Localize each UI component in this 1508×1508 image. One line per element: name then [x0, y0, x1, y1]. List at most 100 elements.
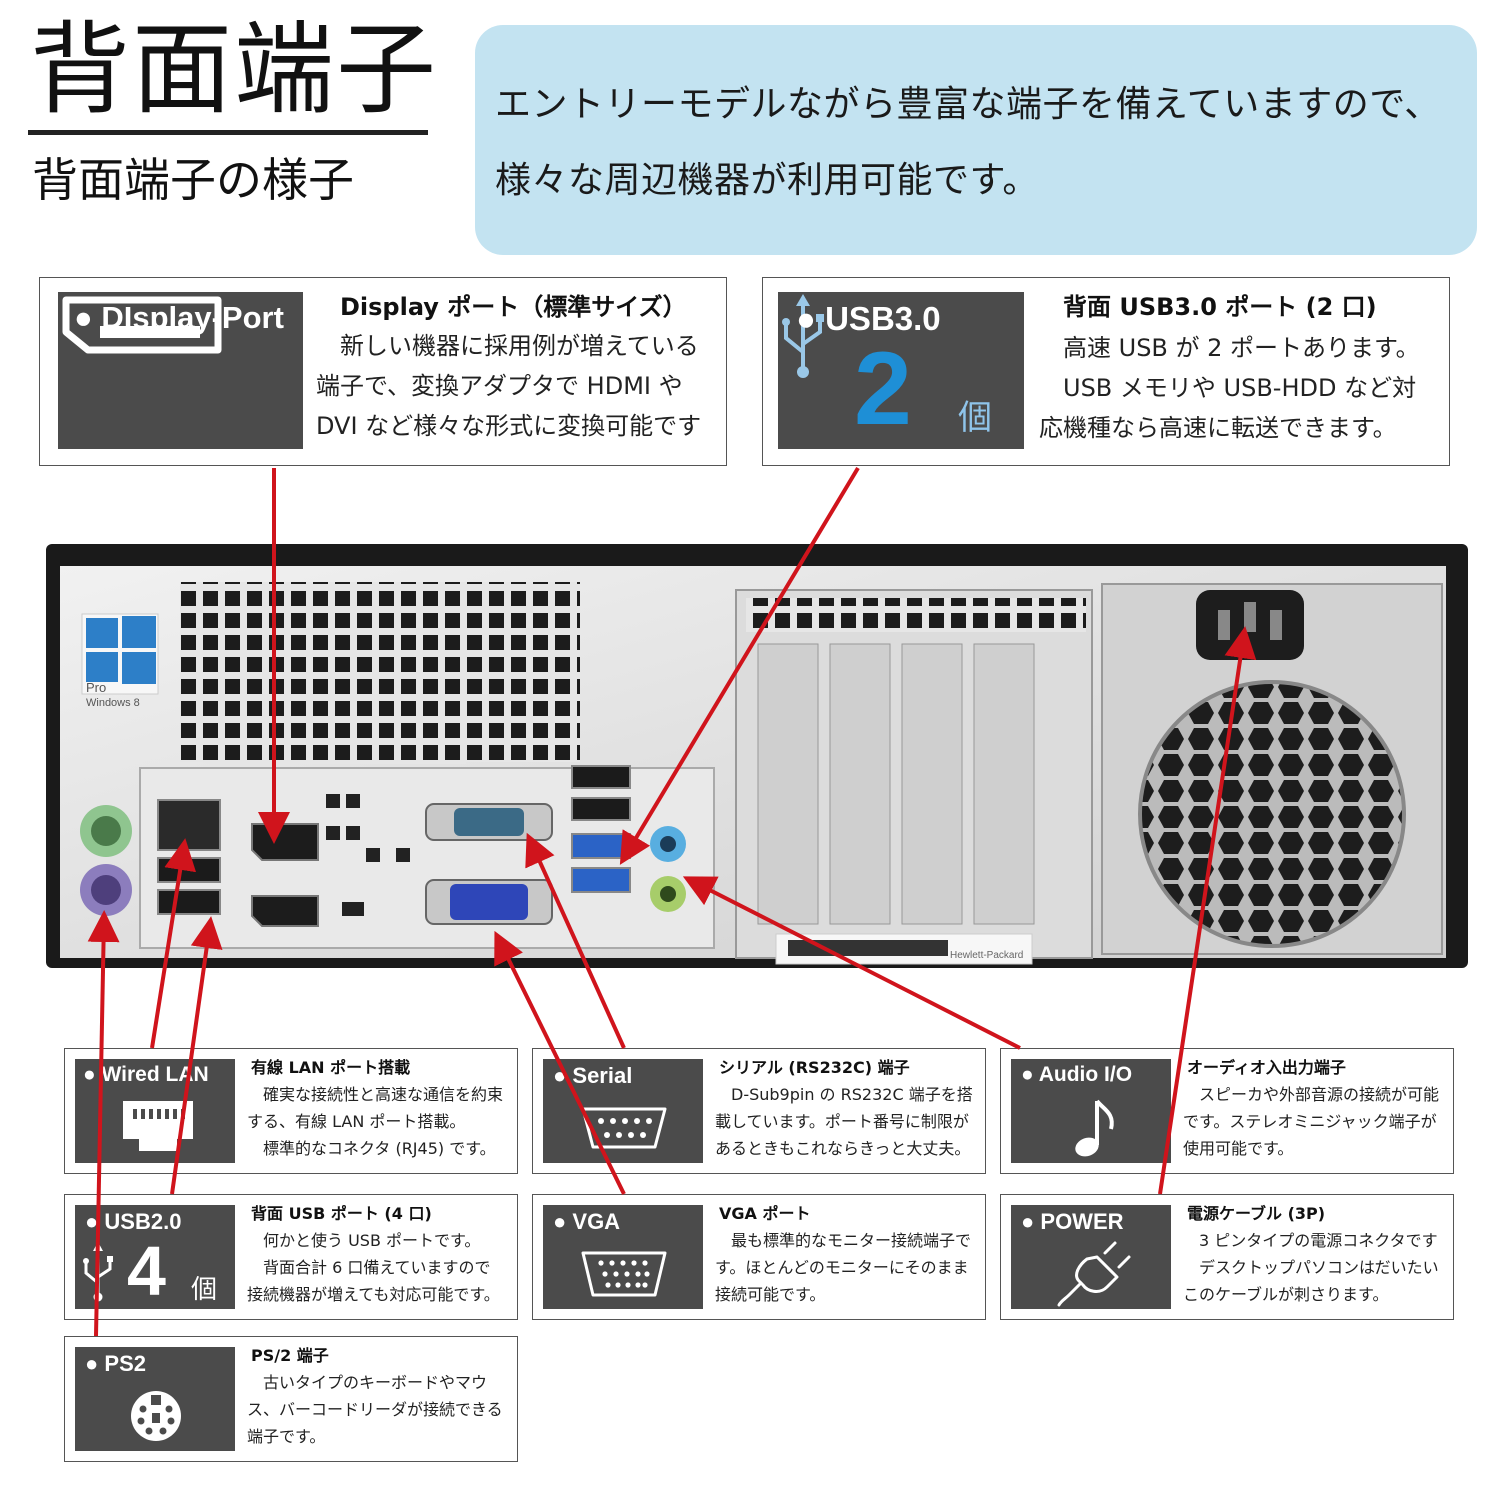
wired-lan-description: 確実な接続性と高速な通信を約束 する、有線 LAN ポート搭載。 標準的なコネク… [247, 1081, 503, 1162]
description-line: 3 ピンタイプの電源コネクタです [1183, 1231, 1438, 1250]
lan-port [157, 799, 221, 851]
vga-heading: VGA ポート [719, 1204, 811, 1223]
serial-heading: シリアル (RS232C) 端子 [719, 1058, 910, 1077]
usb3-badge: ● USB3.0 2 個 [778, 292, 1024, 449]
audio-card: ● Audio I/O オーディオ入出力端子 スピーカや外部音源の接続が可能 で… [1000, 1048, 1454, 1174]
ps2-description: 古いタイプのキーボードやマウ ス、バーコードリーダが接続できる 端子です。 [247, 1369, 503, 1450]
usb3-port [571, 833, 631, 859]
windows-logo [81, 613, 159, 695]
description-line: DVI など様々な形式に変換可能です [316, 412, 702, 440]
power-badge-title: ● POWER [1021, 1209, 1124, 1234]
usb-icon [83, 1242, 113, 1302]
page-title: 背面端子 [30, 11, 438, 128]
wired-lan-badge-title: ● Wired LAN [83, 1063, 209, 1086]
displayport-badge: ● DIsplay-Port [58, 292, 303, 449]
usb2-port-count: 4 [127, 1232, 166, 1310]
displayport-description: 新しい機器に採用例が増えている 端子で、変換アダプタで HDMI や DVI な… [316, 326, 701, 446]
intro-box: エントリーモデルながら豊富な端子を備えていますので、 様々な周辺機器が利用可能で… [475, 25, 1477, 255]
page-subtitle: 背面端子の様子 [32, 153, 354, 207]
usb2-count-unit: 個 [191, 1275, 218, 1305]
vga-port [425, 879, 553, 925]
vga-badge: ● VGA [543, 1205, 703, 1309]
ps2-port-icon [131, 1391, 181, 1441]
description-line: 標準的なコネクタ (RJ45) です。 [247, 1139, 496, 1158]
description-line: 何かと使う USB ポートです。 [247, 1231, 481, 1250]
ps2-keyboard-port [80, 864, 132, 916]
description-line: す。ほとんどのモニターにそのまま [715, 1258, 969, 1277]
description-line: する、有線 LAN ポート搭載。 [247, 1112, 466, 1131]
wired-lan-badge: ● Wired LAN [75, 1059, 235, 1163]
ps2-heading: PS/2 端子 [251, 1346, 329, 1365]
audio-description: スピーカや外部音源の接続が可能 です。ステレオミニジャック端子が 使用可能です。 [1183, 1081, 1439, 1162]
wired-lan-heading: 有線 LAN ポート搭載 [251, 1058, 411, 1077]
power-card: ● POWER 電源ケーブル (3P) 3 ピンタイプの電源コネクタです デスク… [1000, 1194, 1454, 1320]
ps2-badge: ● PS2 [75, 1347, 235, 1451]
serial-badge: ● Serial [543, 1059, 703, 1163]
displayport-connector [251, 895, 319, 927]
vent-grid [206, 674, 466, 764]
wired-lan-card: ● Wired LAN 有線 LAN ポート搭載 確実な接続性と高速な通信を約束… [64, 1048, 518, 1174]
usb3-heading: 背面 USB3.0 ポート (2 口) [1063, 293, 1377, 321]
description-line: 背面合計 6 口備えていますので [247, 1258, 491, 1277]
intro-line: 様々な周辺機器が利用可能です。 [495, 160, 1039, 201]
serial-badge-title: ● Serial [553, 1063, 633, 1088]
description-line: このケーブルが刺さります。 [1183, 1285, 1389, 1304]
audio-line-in-jack [650, 826, 686, 862]
description-line: あるときもこれならきっと大丈夫。 [715, 1139, 971, 1158]
audio-badge-title: ● Audio I/O [1021, 1063, 1133, 1086]
serial-card: ● Serial シリアル (RS232C) 端子 D-Sub9pin の RS… [532, 1048, 986, 1174]
music-note-icon [1075, 1099, 1114, 1157]
description-line: ス、バーコードリーダが接続できる [247, 1400, 503, 1419]
description-line: です。ステレオミニジャック端子が [1183, 1112, 1437, 1131]
usb3-description: 高速 USB が 2 ポートあります。 USB メモリや USB-HDD など対… [1039, 328, 1420, 448]
description-line: 接続可能です。 [715, 1285, 826, 1304]
serial-description: D-Sub9pin の RS232C 端子を搭 載しています。ポート番号に制限が… [715, 1081, 973, 1162]
usb2-description: 何かと使う USB ポートです。 背面合計 6 口備えていますので 接続機器が増… [247, 1227, 500, 1308]
description-line: 載しています。ポート番号に制限が [715, 1112, 969, 1131]
manufacturer-label: Hewlett-Packard [950, 950, 1023, 961]
usb2-port [157, 857, 221, 883]
ps2-mouse-port [80, 805, 132, 857]
description-line: 使用可能です。 [1183, 1139, 1294, 1158]
description-line: 確実な接続性と高速な通信を約束 [247, 1085, 504, 1104]
ps2-badge-title: ● PS2 [85, 1351, 146, 1376]
description-line: 高速 USB が 2 ポートあります。 [1039, 334, 1420, 362]
displayport-card: ● DIsplay-Port Display ポート（標準サイズ） 新しい機器に… [39, 277, 727, 466]
power-heading: 電源ケーブル (3P) [1187, 1204, 1326, 1223]
ps2-card: ● PS2 PS/2 端子 古いタイプのキーボードやマウ ス、バーコードリーダが… [64, 1336, 518, 1462]
ethernet-port-icon [123, 1101, 193, 1151]
description-line: USB メモリや USB-HDD など対 [1039, 374, 1417, 402]
description-line: デスクトップパソコンはだいたい [1183, 1258, 1439, 1277]
audio-heading: オーディオ入出力端子 [1187, 1058, 1346, 1077]
usb-icon [782, 294, 824, 378]
usb2-port [571, 765, 631, 789]
usb2-badge: ● USB2.0 4 個 [75, 1205, 235, 1309]
audio-badge: ● Audio I/O [1011, 1059, 1171, 1163]
os-name-label: Windows 8 [86, 697, 140, 709]
usb3-card: ● USB3.0 2 個 背面 USB3.0 ポート (2 口) 高速 USB … [762, 277, 1450, 466]
description-line: スピーカや外部音源の接続が可能 [1183, 1085, 1440, 1104]
usb2-heading: 背面 USB ポート (4 口) [251, 1204, 432, 1223]
description-line: 新しい機器に採用例が増えている [316, 332, 699, 360]
vga-description: 最も標準的なモニター接続端子で す。ほとんどのモニターにそのまま 接続可能です。 [715, 1227, 971, 1308]
usb3-count-unit: 個 [958, 398, 992, 438]
power-inlet [1196, 590, 1304, 660]
title-underline [28, 130, 428, 135]
usb2-card: ● USB2.0 4 個 背面 USB ポート (4 口) 何かと使う USB … [64, 1194, 518, 1320]
power-badge: ● POWER [1011, 1205, 1171, 1309]
displayport-icon [62, 296, 222, 354]
usb2-port [157, 889, 221, 915]
vga-port-icon [581, 1251, 667, 1297]
psu-fan [1138, 680, 1406, 948]
serial-port-icon [581, 1107, 667, 1149]
usb2-port [571, 797, 631, 821]
description-line: 古いタイプのキーボードやマウ [247, 1373, 488, 1392]
description-line: 接続機器が増えても対応可能です。 [247, 1285, 500, 1304]
vga-card: ● VGA VGA ポート 最も標準的なモニター接続端子で す。ほとんどのモニタ… [532, 1194, 986, 1320]
description-line: 最も標準的なモニター接続端子で [715, 1231, 972, 1250]
pc-rear-panel: Pro Windows 8 [46, 544, 1468, 968]
serial-port [425, 803, 553, 841]
description-line: 応機種なら高速に転送できます。 [1039, 414, 1397, 442]
displayport-connector [251, 823, 319, 861]
description-line: D-Sub9pin の RS232C 端子を搭 [715, 1085, 973, 1104]
